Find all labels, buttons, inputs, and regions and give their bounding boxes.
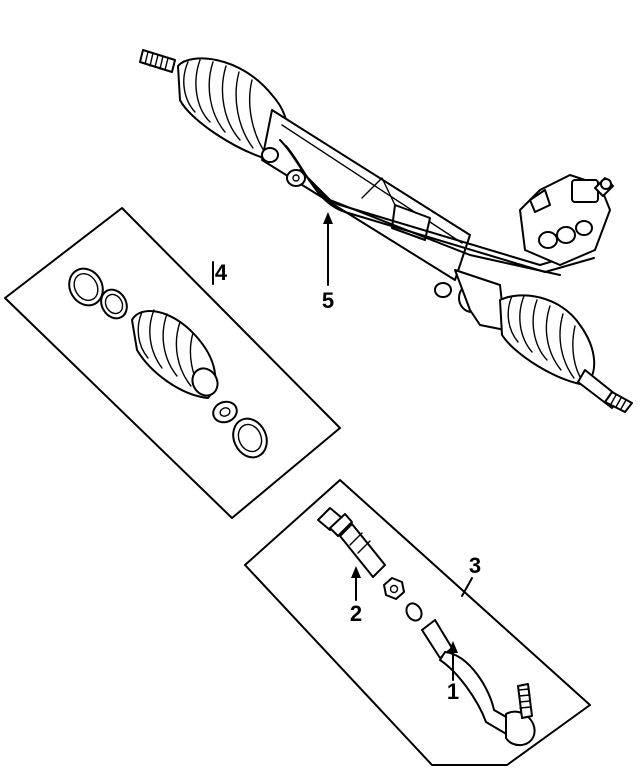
o-ring-1 — [68, 267, 104, 307]
jam-nut — [383, 577, 405, 600]
callout-2-label: 2 — [350, 601, 362, 626]
rack-right-threaded-end — [577, 369, 633, 413]
callout-1-label: 1 — [447, 679, 459, 704]
seal-kit-group: 4 — [4, 207, 341, 519]
valve-body — [519, 174, 611, 266]
callout-1-arrowhead — [448, 641, 458, 653]
inner-tie-rod — [317, 507, 386, 578]
steering-rack-assembly — [139, 49, 633, 413]
callout-5-label: 5 — [322, 288, 334, 313]
callout-5: 5 — [322, 212, 334, 313]
callout-3-label: 3 — [469, 553, 481, 578]
rack-left-threaded-end — [139, 49, 176, 73]
callout-5-arrowhead — [323, 212, 333, 224]
kit-bellows-boot — [131, 309, 219, 399]
callout-1: 1 — [447, 641, 459, 704]
callout-2: 2 — [350, 566, 362, 626]
tie-rod-kit-group: 3 2 1 — [244, 479, 591, 766]
right-bellows-boot — [499, 294, 596, 386]
tie-rod-kit-frame — [244, 479, 591, 766]
o-ring-3 — [232, 417, 268, 459]
sleeve-ring — [405, 602, 423, 622]
outer-tie-rod-end — [421, 619, 536, 747]
hydraulic-lines — [279, 139, 595, 276]
left-mount-bracket — [261, 147, 306, 187]
o-ring-2 — [100, 288, 128, 320]
callout-4-label: 4 — [215, 260, 228, 285]
callout-2-arrowhead — [351, 566, 361, 578]
seal-kit-frame — [4, 207, 341, 519]
small-washer — [212, 400, 238, 424]
input-shaft — [594, 177, 614, 197]
callout-3-leader — [461, 577, 473, 597]
right-mount-bracket — [434, 269, 506, 331]
rack-housing-tube — [261, 109, 471, 281]
